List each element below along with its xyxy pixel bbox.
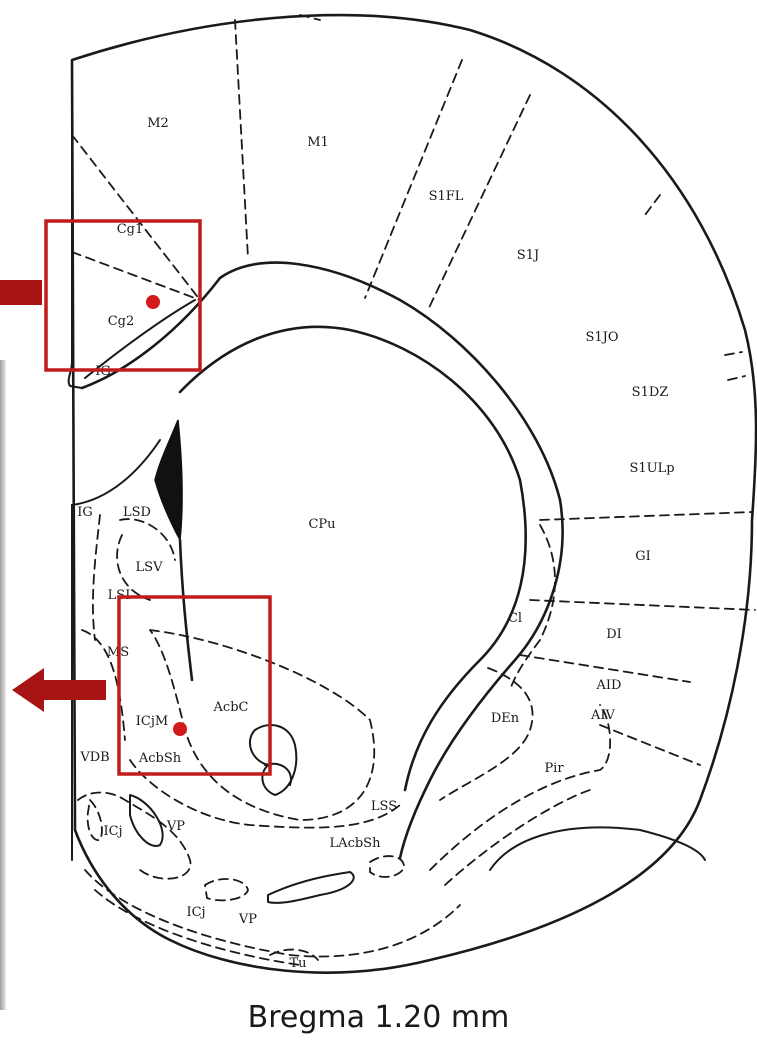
label-gi: GI [635,549,651,564]
label-aiv: AIV [590,708,616,723]
septum-edge [72,440,160,505]
boundary-m2-m1 [235,20,248,258]
boundary-s1jo-tick [725,352,742,355]
vp-bottom-island [268,872,354,903]
injection-site-dot-cingulate [146,295,160,309]
label-cg1: Cg1 [117,222,144,237]
label-aid: AID [596,678,622,693]
label-vp-bottom: VP [238,912,257,927]
label-acbc: AcbC [213,700,249,715]
label-cl: Cl [508,611,522,626]
corpus-callosum-inner [180,327,526,790]
label-m2: M2 [147,116,169,131]
ventricle-tail [180,540,192,680]
roi-box-accumbens [119,597,270,774]
olfactory-tubercle-edge [490,827,705,870]
boundary-s1j-tick [645,195,660,215]
label-lacbsh: LAcbSh [330,836,382,851]
label-s1ulp: S1ULp [629,461,674,476]
boundary-cg1-cg2 [72,252,200,300]
label-s1fl: S1FL [429,189,464,204]
label-den: DEn [491,711,520,726]
label-s1dz: S1DZ [632,385,669,400]
boundary-di [530,600,755,610]
label-m1: M1 [307,135,329,150]
label-pir: Pir [544,761,564,776]
lsd-outline [120,519,175,560]
boundary-aiv [600,725,700,765]
bregma-caption: Bregma 1.20 mm [0,1000,757,1035]
label-tu: Tu [289,956,306,971]
label-cg2: Cg2 [108,314,135,329]
label-icj-bottom: ICj [186,905,205,920]
label-acbsh: AcbSh [138,751,182,766]
label-vdb: VDB [79,750,109,765]
label-di: DI [606,627,622,642]
lacbsh-island [370,856,404,877]
ls-midline [93,515,100,640]
boundary-gi [540,512,752,520]
label-lsd: LSD [123,505,151,520]
label-ig-bottom: IG [77,505,93,520]
icj-bottom-island [205,879,248,900]
label-lsv: LSV [136,560,164,575]
midline [69,60,82,388]
label-icj-left: ICj [103,824,122,839]
arrow-right-stub [0,280,42,305]
label-s1j: S1J [517,248,539,263]
label-s1jo: S1JO [585,330,618,345]
lateral-ventricle [155,420,182,540]
label-vp-left: VP [166,819,185,834]
arrow-left-icon [12,668,106,712]
injection-site-dot-accumbens [173,722,187,736]
label-cpu: CPu [308,517,335,532]
boundary-s1dz-tick [728,376,745,380]
vp-left-island [130,795,163,846]
icj-left-outline [88,800,102,840]
ventral-contour-2 [85,870,460,957]
pir-outer [430,705,610,870]
label-icjm: ICjM [136,714,168,729]
label-lss: LSS [371,799,397,814]
boundary-m1-s1fl [365,60,462,298]
